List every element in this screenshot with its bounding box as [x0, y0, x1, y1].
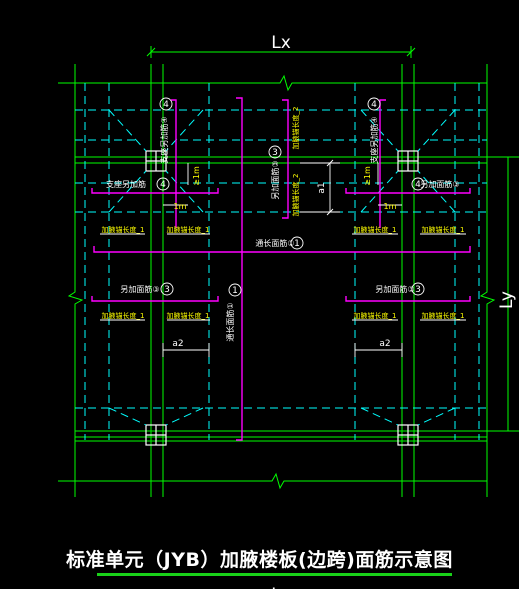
columns	[145, 150, 419, 446]
bubble-3-left	[160, 282, 174, 296]
extra-rebar-vertical-label: 另加面筋③	[270, 160, 280, 199]
anchor-length-2-top: 加腋锚长度_2	[291, 107, 300, 150]
through-rebar-vertical	[236, 97, 243, 441]
bubble-1-horizontal	[290, 236, 304, 250]
a1-label: a1	[317, 182, 327, 193]
bubble-1-vertical	[228, 283, 242, 297]
title-underline	[97, 573, 452, 576]
anchor-length-1-ml-b: 加腋锚长度_1	[167, 311, 210, 320]
svg-text:1: 1	[294, 239, 300, 249]
column-rebar-top-left-label: 支座另加筋④	[159, 116, 169, 163]
svg-text:3: 3	[415, 285, 421, 295]
anchor-length-1-ml-a: 加腋锚长度_1	[102, 311, 145, 320]
lx-label-bottom: Lx	[271, 585, 291, 589]
anchor-length-1-tl-b: 加腋锚长度_1	[167, 225, 210, 234]
svg-text:4: 4	[371, 100, 377, 110]
column-rebar-mid-left-label: 支座另加筋	[106, 179, 146, 189]
through-rebar-label: 通长面筋①	[255, 238, 294, 248]
anchor-length-2-bottom: 加腋锚长度_2	[291, 174, 300, 217]
anchor-length-1-tl-a: 加腋锚长度_1	[102, 225, 145, 234]
extra-rebar-vertical	[282, 99, 289, 219]
svg-text:4: 4	[160, 180, 166, 190]
extra-rebar-right-label: 另加面筋③	[375, 284, 414, 294]
svg-text:3: 3	[272, 148, 278, 158]
svg-text:4: 4	[163, 100, 169, 110]
anchor-length-1-mr-b: 加腋锚长度_1	[422, 311, 465, 320]
ge1m-left: ≥1m	[192, 166, 201, 186]
column-rebar-top-right-label: 支座另加筋④	[369, 116, 379, 163]
svg-text:4: 4	[415, 180, 421, 190]
anchor-length-1-tr-a: 加腋锚长度_1	[354, 225, 397, 234]
anchor-length-1-tr-b: 加腋锚长度_1	[422, 225, 465, 234]
bubble-4-mid-right	[411, 177, 425, 191]
lx-label: Lx	[271, 33, 291, 53]
svg-text:3: 3	[164, 285, 170, 295]
rebars	[91, 97, 471, 441]
extra-rebar-left-label: 另加面筋③	[120, 284, 159, 294]
dimension-lines	[100, 97, 466, 357]
one-m-left: 1m	[174, 202, 187, 211]
column-rebar-mid-right-label: 另加面筋③	[420, 179, 459, 189]
bubble-numbers: 1 1 3 3 3 4 4 4 4	[160, 100, 421, 296]
anchor-length-1-mr-a: 加腋锚长度_1	[354, 311, 397, 320]
one-m-right: 1m	[384, 202, 397, 211]
ge1m-right: ≥1m	[363, 166, 372, 186]
bubble-4-mid-left	[156, 177, 170, 191]
bubble-4-top-right	[367, 97, 381, 111]
haunch-dashed-lines	[75, 83, 487, 440]
diagram-title: 标准单元（JYB）加腋楼板(边跨)面筋示意图	[66, 549, 453, 571]
ly-label: Ly	[497, 291, 517, 309]
svg-text:1: 1	[232, 286, 238, 296]
bubble-4-top-left	[159, 97, 173, 111]
through-rebar-vertical-label: 通长面筋①	[225, 302, 235, 341]
a2-label-right: a2	[379, 339, 390, 349]
a2-label-left: a2	[172, 339, 183, 349]
bubble-3-right	[411, 282, 425, 296]
bubble-3-middle	[268, 145, 282, 159]
through-rebar-horizontal	[93, 246, 471, 253]
